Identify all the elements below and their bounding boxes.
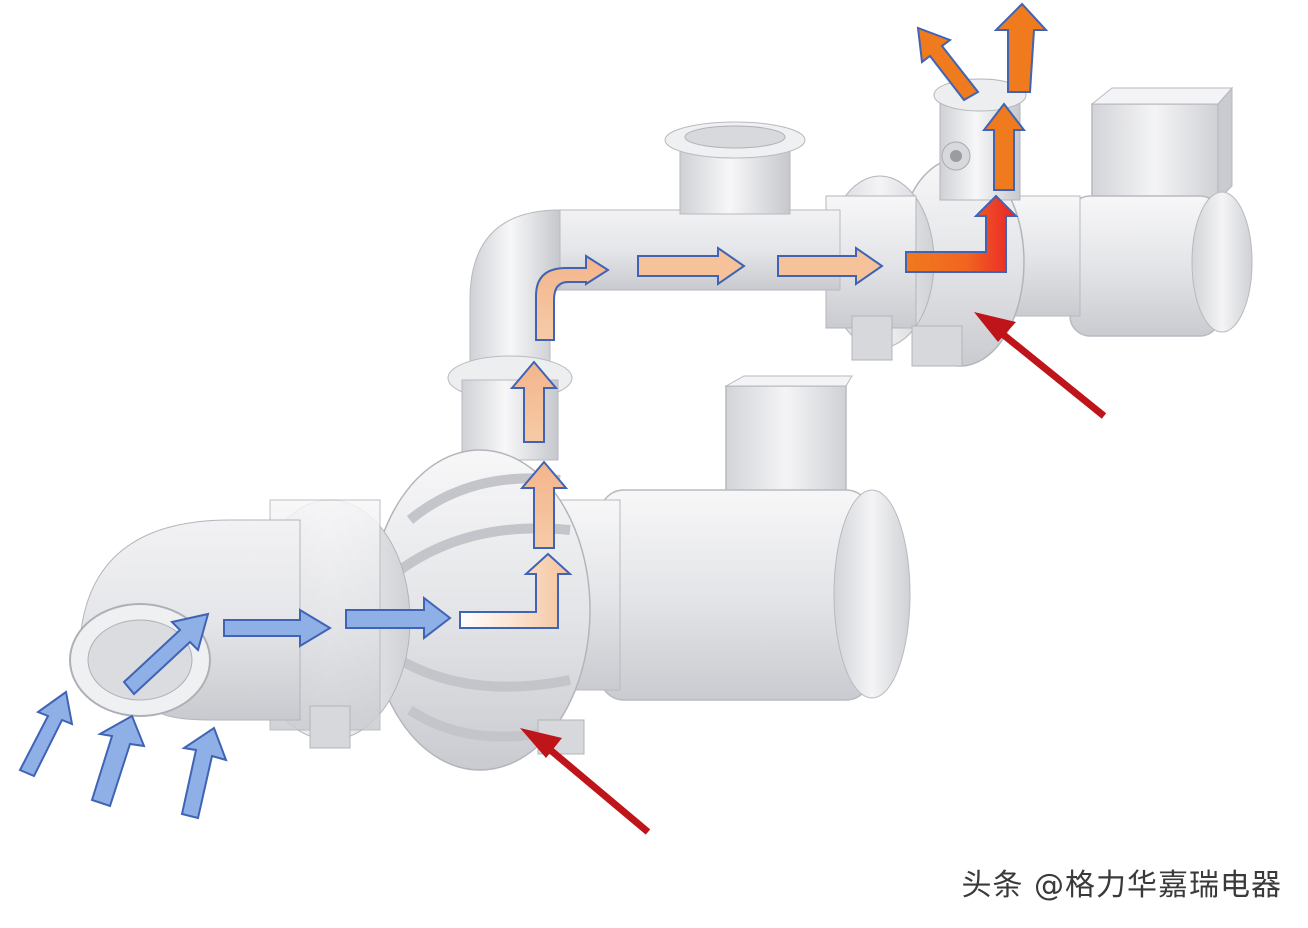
upper-compressor bbox=[825, 78, 1253, 367]
pointer-arrow-upper-shaft bbox=[997, 329, 1107, 419]
pointer-arrows bbox=[520, 312, 1107, 835]
upper-motor-endcap bbox=[1191, 191, 1253, 333]
lower-junction-box-top bbox=[724, 375, 853, 387]
impeller-turn-arrow bbox=[459, 552, 573, 629]
pointer-arrow-lower-shaft bbox=[545, 745, 651, 835]
interstage-arrow-2 bbox=[777, 246, 884, 286]
exit-arrow-left bbox=[916, 26, 980, 102]
upper-port-hole bbox=[950, 150, 962, 162]
inlet-flow-arrow-1 bbox=[122, 612, 210, 696]
lower-motor-endcap bbox=[833, 489, 911, 699]
lower-compressor bbox=[69, 375, 911, 771]
lower-junction-box bbox=[725, 385, 847, 495]
interstage-horizontal-pipe bbox=[559, 209, 841, 291]
tee-flange-bore bbox=[684, 125, 786, 149]
upper-foot-left bbox=[851, 315, 893, 361]
inlet-flow-arrow-3 bbox=[345, 595, 452, 641]
tee-riser bbox=[679, 147, 791, 215]
inlet-flow-arrow-2 bbox=[223, 608, 332, 648]
inlet-arrow-1 bbox=[18, 690, 74, 778]
pointer-arrow-lower-head bbox=[520, 728, 562, 758]
watermark-text: 头条 @格力华嘉瑞电器 bbox=[961, 868, 1282, 903]
rise-arrow-1 bbox=[519, 460, 569, 549]
flow-arrows bbox=[18, 2, 1049, 820]
upper-junction-box-top bbox=[1090, 87, 1234, 105]
hot-turn-arrow bbox=[905, 194, 1019, 273]
pointer-arrow-upper-head bbox=[974, 312, 1016, 342]
discharge-arrow-center bbox=[981, 102, 1027, 191]
upper-junction-box bbox=[1091, 103, 1219, 201]
inlet-arrow-3 bbox=[180, 726, 228, 820]
lower-motor-body bbox=[599, 489, 871, 701]
exit-arrow-right bbox=[993, 2, 1049, 93]
interstage-arrow-1 bbox=[637, 246, 746, 286]
upper-foot-right bbox=[911, 325, 963, 367]
lower-foot-left bbox=[309, 705, 351, 749]
rise-arrow-2 bbox=[509, 360, 559, 443]
upper-junction-box-side bbox=[1217, 86, 1233, 202]
lower-inlet-bore bbox=[87, 619, 193, 701]
elbow-arrow bbox=[535, 254, 610, 341]
lower-rib-3 bbox=[397, 655, 571, 692]
inlet-arrow-2 bbox=[90, 714, 146, 808]
